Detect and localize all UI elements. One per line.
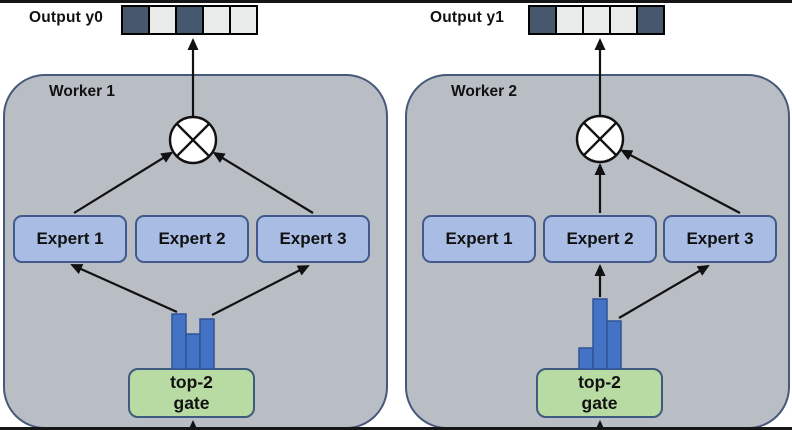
output-y1-cells xyxy=(528,5,665,35)
output-cell-dark xyxy=(121,5,150,35)
worker-2-expert-2-box: Expert 2 xyxy=(543,215,657,263)
expert-label: Expert 2 xyxy=(158,229,226,248)
output-cell-light xyxy=(609,5,638,35)
worker-1-expert-2-box: Expert 2 xyxy=(135,215,249,263)
worker-2-expert-1-box: Expert 1 xyxy=(422,215,536,263)
gate-label-line2: gate xyxy=(173,393,210,413)
output-cell-light xyxy=(582,5,611,35)
worker-2-label: Worker 2 xyxy=(451,83,518,100)
expert-label: Expert 1 xyxy=(445,229,513,248)
expert-label: Expert 1 xyxy=(36,229,104,248)
expert-label: Expert 3 xyxy=(686,229,754,248)
output-cell-light xyxy=(202,5,231,35)
output-y0-label: Output y0 xyxy=(29,9,104,26)
letterbox-top-bar xyxy=(0,0,792,3)
expert-label: Expert 3 xyxy=(279,229,347,248)
letterbox-bottom-bar xyxy=(0,426,792,430)
output-cell-light xyxy=(229,5,258,35)
output-cell-dark xyxy=(636,5,665,35)
worker-1-expert-3-box: Expert 3 xyxy=(256,215,370,263)
output-y0-cells xyxy=(121,5,258,35)
worker-1-label: Worker 1 xyxy=(49,83,116,100)
gate-label-line1: top-2 xyxy=(170,371,213,392)
output-cell-dark xyxy=(528,5,557,35)
output-y1-label: Output y1 xyxy=(430,9,505,26)
output-cell-dark xyxy=(175,5,204,35)
worker-2-expert-3-box: Expert 3 xyxy=(663,215,777,263)
worker-1-expert-1-box: Expert 1 xyxy=(13,215,127,263)
worker-2-top2-gate-box: top-2 gate xyxy=(536,368,663,418)
output-cell-light xyxy=(148,5,177,35)
worker-1-top2-gate-box: top-2 gate xyxy=(128,368,255,418)
output-cell-light xyxy=(555,5,584,35)
gate-label-line1: top-2 xyxy=(578,371,621,392)
expert-label: Expert 2 xyxy=(566,229,634,248)
gate-label-line2: gate xyxy=(581,393,618,413)
